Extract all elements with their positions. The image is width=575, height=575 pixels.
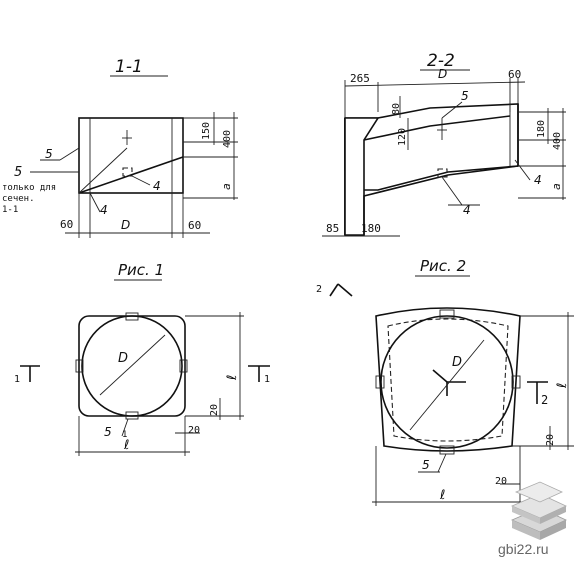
dim-a: a <box>220 183 233 190</box>
figure-2: Рис. 2 2 D 2 ℓ 20 ℓ <box>316 257 574 506</box>
note-line-1: только для <box>2 183 56 193</box>
section-1-1-body <box>78 117 184 194</box>
watermark-text: gbi22.ru <box>498 541 549 557</box>
note-line-3: 1-1 <box>2 205 18 215</box>
figure-1-circle <box>81 315 183 417</box>
dim-400: 400 <box>222 130 233 148</box>
dim-85: 85 <box>326 222 339 235</box>
figure-2-callout-5: 5 <box>422 458 430 472</box>
section-1-1: 1-1 60 D 60 150 400 a 5 <box>2 57 238 238</box>
figure-1-dim20-bottom: 20 <box>188 425 200 436</box>
figure-1-length-bottom: ℓ <box>123 438 129 453</box>
figure-2-inner-outline <box>387 318 509 442</box>
figure-2-cut-top: 2 <box>316 284 322 295</box>
figure-1-title: Рис. 1 <box>118 261 164 279</box>
dim-265: 265 <box>350 72 370 85</box>
dim-d-center: D <box>121 218 130 232</box>
figure-2-cut-right: 2 <box>541 393 548 407</box>
watermark: gbi22.ru <box>498 481 567 557</box>
dim-400-right: 400 <box>552 132 563 150</box>
figure-2-dim20-bottom: 20 <box>495 476 507 487</box>
callout-4-right: 4 <box>534 173 542 187</box>
section-2-2-title: 2-2 <box>427 51 455 71</box>
dim-120: 120 <box>397 128 408 146</box>
callout-4-right: 4 <box>153 179 161 193</box>
callout-5-side: 5 <box>14 165 22 180</box>
figure-1-cut-left: 1 <box>14 374 20 385</box>
section-1-1-title: 1-1 <box>115 57 143 77</box>
dim-60-top: 60 <box>508 68 521 81</box>
dim-180-right: 180 <box>536 120 547 138</box>
callout-5: 5 <box>461 89 469 103</box>
figure-1-cut-right: 1 <box>264 374 270 385</box>
dim-180-bottom: 180 <box>361 222 381 235</box>
figure-2-length-right: ℓ <box>555 383 570 389</box>
dim-a-right: a <box>550 183 563 190</box>
section-2-2-body <box>344 103 519 191</box>
note-line-2: сечен. <box>2 194 35 204</box>
dim-d-top: D <box>438 67 447 81</box>
dim-150: 150 <box>201 122 212 140</box>
figure-1-length-right: ℓ <box>225 375 240 381</box>
figure-2-length-bottom: ℓ <box>439 488 445 503</box>
figure-2-outline <box>375 307 521 452</box>
callout-4-left: 4 <box>100 203 108 217</box>
figure-1-diameter: D <box>118 351 128 366</box>
figure-2-circle <box>380 315 514 449</box>
figure-2-diameter: D <box>452 355 462 370</box>
dim-60-right: 60 <box>188 219 201 232</box>
figure-1-mark-1: 1 <box>122 430 127 440</box>
callout-4-bottom: 4 <box>463 203 471 217</box>
figure-1: Рис. 1 D 1 1 ℓ 20 ℓ 20 5 1 <box>14 261 270 456</box>
figure-1-dim20-right: 20 <box>209 404 220 416</box>
figure-1-callout-5: 5 <box>104 425 112 439</box>
callout-5-top: 5 <box>45 147 53 161</box>
dim-60-left: 60 <box>60 218 73 231</box>
figure-2-title: Рис. 2 <box>420 257 466 275</box>
figure-2-dim20-right: 20 <box>545 434 556 446</box>
dim-80: 80 <box>391 103 402 115</box>
watermark-logo-icon <box>510 481 567 540</box>
section-1-1-slope <box>78 156 184 194</box>
section-2-2: 2-2 265 D 60 80 120 180 <box>322 51 566 237</box>
